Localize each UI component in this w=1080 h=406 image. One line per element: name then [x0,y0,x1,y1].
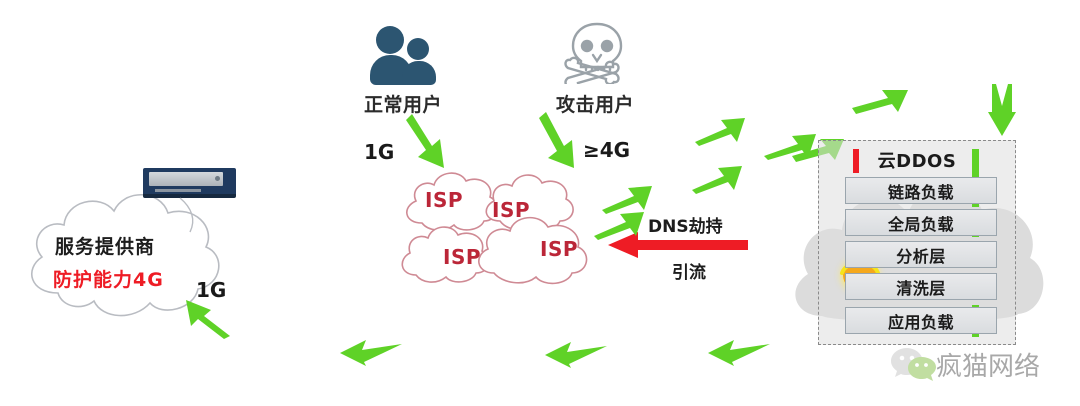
attack-users-label: 攻击用户 [556,94,635,116]
isp-label-2: ISP [492,198,531,222]
green-arrow-to-ddos-5 [764,134,816,160]
server-appliance-icon [143,168,236,200]
green-arrow-to-ddos-3 [695,118,745,146]
ddos-layer-label: 分析层 [896,246,946,266]
isp-label-1: ISP [425,188,464,212]
cloud-ddos-panel: 云DDOS 链路负载 全局负载 分析层 [818,140,1016,345]
green-return-arrow-2 [545,342,607,368]
ddos-layer-application-load[interactable]: 应用负载 [845,307,997,334]
service-provider-title: 服务提供商 [55,236,156,258]
isp-cloud-group [401,172,588,285]
service-provider-capacity: 防护能力4G [53,269,164,291]
green-return-arrow-1 [340,340,402,366]
skull-crossbones-icon [564,22,623,84]
ddos-layer-label: 全局负载 [887,214,954,234]
ddos-layer-analysis[interactable]: 分析层 [845,241,997,268]
green-down-arrow-to-ddos [988,84,1016,136]
green-arrow-to-ddos-6 [852,90,908,114]
cloud-ddos-title: 云DDOS [877,151,957,172]
isp-label-4: ISP [540,237,579,261]
green-arrow-to-ddos-1 [602,186,652,214]
ddos-layer-cleaning[interactable]: 清洗层 [845,273,997,300]
watermark-label: 疯猫网络 [936,352,1041,382]
normal-user-rate-label: 1G [364,140,395,164]
ddos-layer-global-load[interactable]: 全局负载 [845,209,997,236]
green-return-arrow-3 [708,340,770,366]
provider-return-rate-label: 1G [196,278,227,302]
ddos-layer-link-load[interactable]: 链路负载 [845,177,997,204]
green-arrow-to-provider [186,300,230,339]
normal-users-label: 正常用户 [364,94,443,116]
red-dashed-arrow-icon [853,149,859,173]
people-icon [370,22,446,85]
dns-hijack-label: DNS劫持 [648,217,723,237]
green-arrow-attack-to-isp [539,112,574,168]
traffic-diversion-label: 引流 [672,263,706,283]
green-dashed-line-icon [972,149,979,177]
ddos-layer-label: 应用负载 [887,312,954,332]
green-arrow-to-ddos-2 [692,166,742,194]
isp-label-3: ISP [443,245,482,269]
green-arrow-normal-to-isp [406,114,444,168]
ddos-layer-label: 清洗层 [896,278,946,298]
green-arrow-to-ddos-4 [594,212,644,240]
red-left-arrow-icon [608,232,748,258]
wechat-icon [891,348,936,381]
ddos-layer-label: 链路负载 [887,182,954,202]
attack-user-rate-label: ≥4G [583,138,631,162]
server-cloud-connector [179,197,194,233]
